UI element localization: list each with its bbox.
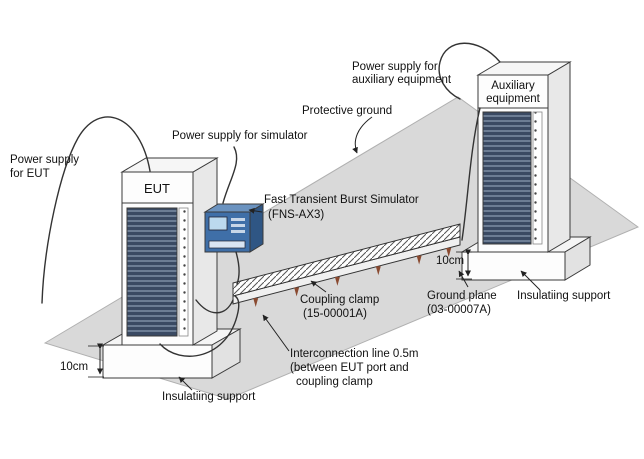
simulator-screen bbox=[208, 216, 228, 231]
label-power-supply-eut-line2: for EUT bbox=[10, 168, 50, 180]
label-coupling-clamp-line2: (15-00001A) bbox=[303, 308, 367, 320]
simulator-to-clamp-cable bbox=[235, 251, 240, 285]
label-insulating-support-left: Insulatiing support bbox=[162, 391, 256, 403]
aux-label-line2: equipment bbox=[486, 93, 541, 105]
cables bbox=[41, 42, 501, 357]
measure-left-10cm bbox=[88, 343, 104, 378]
eut-power-cable bbox=[41, 116, 151, 304]
label-power-supply-aux-line2: auxiliary equipment bbox=[352, 74, 452, 86]
label-power-supply-aux-line1: Power supply for bbox=[352, 61, 438, 73]
label-power-supply-eut-line1: Power supply bbox=[10, 154, 79, 166]
insulating-support-right-leader bbox=[520, 270, 541, 291]
coupling-clamp-bar bbox=[232, 223, 461, 297]
label-power-supply-simulator: Power supply for simulator bbox=[172, 130, 308, 142]
coupling-clamp-feet bbox=[253, 248, 452, 307]
simulator-leader bbox=[248, 207, 263, 214]
eut-label: EUT bbox=[144, 181, 170, 196]
coupling-clamp-leader bbox=[310, 280, 327, 293]
label-protective-ground: Protective ground bbox=[302, 105, 392, 117]
protective-ground-wire bbox=[352, 116, 373, 154]
aux-to-clamp-cable bbox=[461, 107, 481, 241]
insulating-support-left-leader bbox=[178, 376, 193, 391]
label-simulator-line2: (FNS-AX3) bbox=[268, 209, 324, 221]
label-interconnection-line2: (between EUT port and bbox=[290, 362, 409, 374]
simulator-device bbox=[203, 203, 265, 253]
label-interconnection-line1: Interconnection line 0.5m bbox=[290, 348, 419, 360]
eut-rack-vents bbox=[126, 207, 178, 337]
eut-rack: EUT bbox=[120, 157, 219, 346]
text-labels: Power supply for auxiliary equipment Pro… bbox=[10, 61, 611, 403]
label-10cm-right: 10cm bbox=[436, 255, 464, 267]
aux-label-line1: Auxiliary bbox=[491, 80, 535, 92]
label-ground-plane-line1: Ground plane bbox=[427, 290, 497, 302]
aux-rack: Auxiliary equipment bbox=[476, 61, 572, 253]
measure-right-10cm bbox=[456, 249, 472, 280]
label-interconnection-line3: coupling clamp bbox=[296, 376, 373, 388]
label-ground-plane-line2: (03-00007A) bbox=[427, 304, 491, 316]
simulator-front-panel bbox=[208, 240, 246, 249]
aux-power-cable bbox=[438, 42, 501, 100]
label-coupling-clamp-line1: Coupling clamp bbox=[300, 294, 379, 306]
aux-rack-vents bbox=[482, 111, 532, 245]
eut-port-cable bbox=[195, 299, 234, 314]
label-simulator-line1: Fast Transient Burst Simulator bbox=[264, 194, 419, 206]
label-insulating-support-right: Insulatiing support bbox=[517, 290, 611, 302]
leader-lines bbox=[178, 207, 541, 391]
eut-to-clamp-cable bbox=[159, 295, 240, 357]
label-10cm-left: 10cm bbox=[60, 361, 88, 373]
interconnection-leader bbox=[262, 314, 290, 352]
simulator-power-cable bbox=[222, 146, 238, 204]
aux-rack-screw-strip bbox=[532, 111, 543, 245]
eut-rack-screw-strip bbox=[178, 207, 189, 337]
aux-rack-side bbox=[547, 61, 571, 253]
